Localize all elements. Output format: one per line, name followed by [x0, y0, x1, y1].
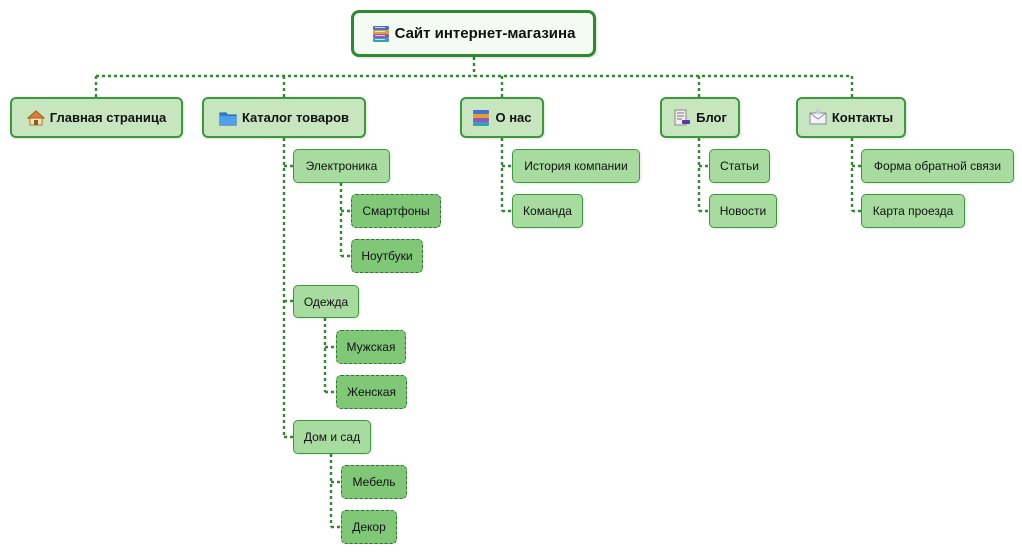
page-news[interactable]: Новости: [709, 194, 777, 228]
page-directions-map[interactable]: Карта проезда: [861, 194, 965, 228]
page-company-history[interactable]: История компании: [512, 149, 640, 183]
section-blog[interactable]: Блог: [660, 97, 740, 138]
subcategory-label: Ноутбуки: [361, 249, 413, 263]
category-label: Дом и сад: [303, 430, 361, 444]
page-label: Форма обратной связи: [873, 159, 1002, 173]
section-label: Каталог товаров: [241, 110, 350, 125]
books-icon: [473, 109, 490, 126]
page-label: Новости: [719, 204, 767, 218]
subcategory-label: Декор: [352, 520, 386, 534]
page-label: Статьи: [720, 159, 759, 173]
category-electronics[interactable]: Электроника: [293, 149, 390, 183]
books-icon: [372, 25, 389, 42]
category-clothing[interactable]: Одежда: [293, 285, 359, 318]
subcategory-womens[interactable]: Женская: [336, 375, 407, 409]
subcategory-label: Мужская: [346, 340, 396, 354]
subcategory-decor[interactable]: Декор: [341, 510, 397, 544]
subcategory-label: Смартфоны: [362, 204, 430, 218]
page-team[interactable]: Команда: [512, 194, 583, 228]
root-label: Сайт интернет-магазина: [394, 25, 576, 42]
section-about[interactable]: О нас: [460, 97, 544, 138]
section-home[interactable]: Главная страница: [10, 97, 183, 138]
page-articles[interactable]: Статьи: [709, 149, 770, 183]
page-feedback-form[interactable]: Форма обратной связи: [861, 149, 1014, 183]
section-label: Главная страница: [49, 110, 167, 125]
envelope-icon: [809, 109, 827, 124]
section-catalog[interactable]: Каталог товаров: [202, 97, 366, 138]
root-node[interactable]: Сайт интернет-магазина: [351, 10, 596, 57]
house-icon: [26, 109, 45, 125]
page-label: Карта проезда: [872, 204, 954, 218]
page-label: История компании: [524, 159, 628, 173]
subcategory-furniture[interactable]: Мебель: [341, 465, 407, 499]
subcategory-label: Женская: [347, 385, 396, 399]
subcategory-smartphones[interactable]: Смартфоны: [351, 194, 441, 228]
subcategory-label: Мебель: [352, 475, 396, 489]
subcategory-mens[interactable]: Мужская: [336, 330, 406, 364]
section-contacts[interactable]: Контакты: [796, 97, 906, 138]
category-label: Электроника: [305, 159, 378, 173]
category-home-garden[interactable]: Дом и сад: [293, 420, 371, 454]
category-label: Одежда: [303, 294, 349, 309]
section-label: О нас: [495, 110, 532, 125]
document-edit-icon: [674, 109, 691, 125]
folder-icon: [219, 112, 237, 125]
page-label: Команда: [523, 204, 572, 218]
subcategory-laptops[interactable]: Ноутбуки: [351, 239, 423, 273]
section-label: Блог: [696, 110, 727, 125]
section-label: Контакты: [831, 110, 894, 125]
